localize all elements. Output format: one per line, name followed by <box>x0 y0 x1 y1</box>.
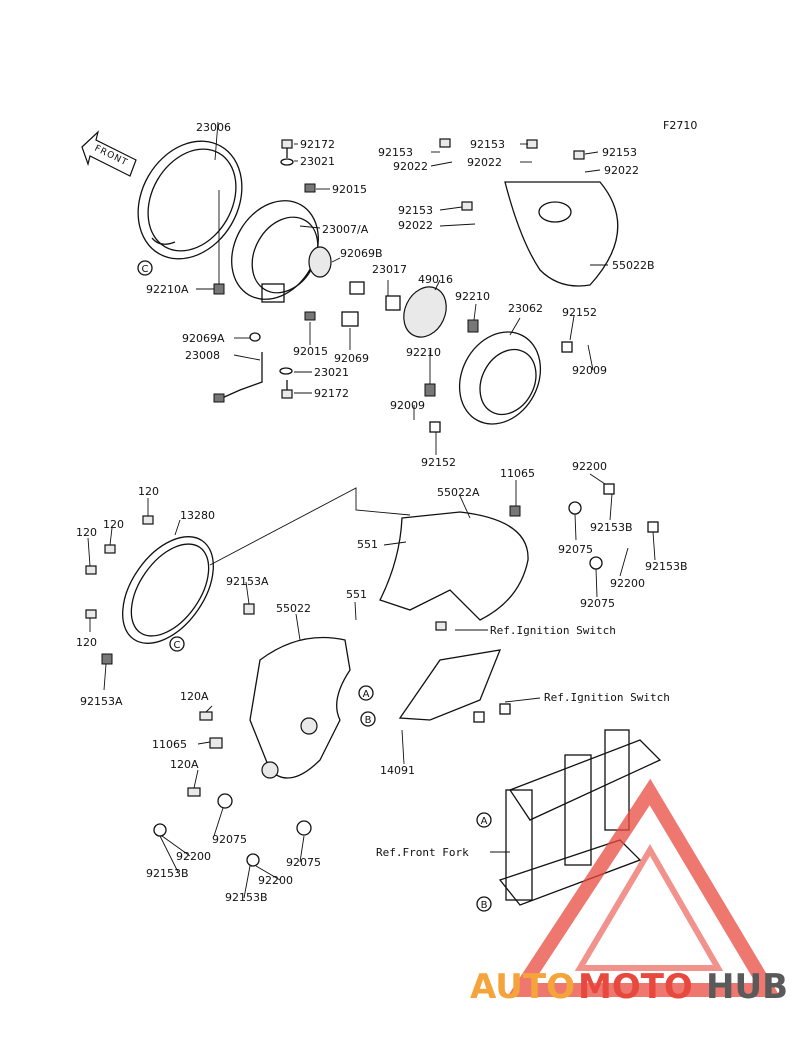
svg-text:C: C <box>174 640 181 651</box>
part-number-label: 92172 <box>314 387 349 400</box>
part-number-label: 92153B <box>146 867 189 880</box>
part-number-label: 92009 <box>572 364 607 377</box>
rim-13280 <box>85 487 411 665</box>
part-number-label: 120 <box>76 526 97 539</box>
part-number-label: 14091 <box>380 764 415 777</box>
part-number-label: 120 <box>103 518 124 531</box>
reference-label: Ref.Ignition Switch <box>544 691 670 704</box>
cover-55022 <box>153 636 351 867</box>
part-number-label: 92152 <box>421 456 456 469</box>
part-number-label: 92153B <box>225 891 268 904</box>
bulb-sockets <box>341 281 447 338</box>
watermark-moto: MOTO <box>578 967 693 1007</box>
part-number-label: 92075 <box>286 856 321 869</box>
part-number-label: 92200 <box>572 460 607 473</box>
part-number-label: 92015 <box>332 183 367 196</box>
svg-text:B: B <box>481 900 488 911</box>
part-number-label: 55022A <box>437 486 480 499</box>
figure-id: F2710 <box>663 119 697 132</box>
bracket-14091 <box>398 621 511 723</box>
part-number-label: 92153 <box>378 146 413 159</box>
reference-label: Ref.Front Fork <box>376 846 469 859</box>
part-number-label: 11065 <box>152 738 187 751</box>
part-number-label: 55022 <box>276 602 311 615</box>
part-number-label: 92172 <box>300 138 335 151</box>
part-number-label: 55022B <box>612 259 655 272</box>
part-number-label: 92022 <box>393 160 428 173</box>
part-number-label: 23006 <box>196 121 231 134</box>
part-number-label: 92200 <box>258 874 293 887</box>
part-number-label: 23021 <box>300 155 335 168</box>
part-labels: 2300692172230219201523007/A92069B2301749… <box>76 121 688 904</box>
wiring-harness <box>213 332 263 403</box>
part-number-label: 92069 <box>334 352 369 365</box>
part-number-label: 92210 <box>455 290 490 303</box>
part-number-label: 92200 <box>176 850 211 863</box>
marker-b-mid: B <box>360 711 376 727</box>
part-number-label: 92069B <box>340 247 383 260</box>
svg-text:B: B <box>365 715 372 726</box>
part-number-label: 551 <box>346 588 367 601</box>
part-number-label: 120A <box>180 690 209 703</box>
marker-a-mid: A <box>358 685 374 701</box>
cover-55022A <box>379 483 659 621</box>
front-arrow-icon: FRONT <box>81 130 137 177</box>
marker-c-mid: C <box>169 636 185 652</box>
part-number-label: 92153B <box>645 560 688 573</box>
part-number-label: 23021 <box>314 366 349 379</box>
part-number-label: 120 <box>76 636 97 649</box>
part-number-label: 92200 <box>610 577 645 590</box>
part-number-label: 92009 <box>390 399 425 412</box>
part-number-label: 551 <box>357 538 378 551</box>
part-number-label: 13280 <box>180 509 215 522</box>
part-number-label: 92210A <box>146 283 189 296</box>
headlight-screws <box>279 139 316 399</box>
part-number-label: 11065 <box>500 467 535 480</box>
headlight-unit <box>231 200 332 303</box>
part-number-label: 92153B <box>590 521 633 534</box>
part-number-label: 92022 <box>604 164 639 177</box>
headlight-rim <box>137 140 243 295</box>
leader-lines <box>87 121 656 899</box>
marker-a-bot: A <box>476 812 492 828</box>
part-number-label: 23062 <box>508 302 543 315</box>
part-number-label: 92075 <box>580 597 615 610</box>
watermark-hub: HUB <box>706 967 788 1007</box>
svg-text:C: C <box>142 264 149 275</box>
watermark-logo: AUTO MOTO HUB <box>470 778 788 1007</box>
svg-text:A: A <box>481 816 488 827</box>
part-number-label: 92022 <box>467 156 502 169</box>
part-number-label: 49016 <box>418 273 453 286</box>
lower-cowl <box>424 319 573 433</box>
part-number-label: 23008 <box>185 349 220 362</box>
part-number-label: 92153 <box>602 146 637 159</box>
part-number-label: 120A <box>170 758 199 771</box>
part-number-label: 92015 <box>293 345 328 358</box>
marker-c-top: C <box>137 260 153 276</box>
marker-b-bot: B <box>476 896 492 912</box>
part-number-label: 92152 <box>562 306 597 319</box>
part-number-label: 92153A <box>80 695 123 708</box>
part-number-label: 92075 <box>558 543 593 556</box>
part-number-label: 23017 <box>372 263 407 276</box>
reference-label: Ref.Ignition Switch <box>490 624 616 637</box>
part-number-label: 92210 <box>406 346 441 359</box>
svg-text:A: A <box>363 689 370 700</box>
watermark-auto: AUTO <box>470 967 575 1007</box>
part-number-label: 92153A <box>226 575 269 588</box>
part-number-label: 92153 <box>398 204 433 217</box>
part-number-label: 92069A <box>182 332 225 345</box>
part-number-label: 92075 <box>212 833 247 846</box>
part-number-label: 120 <box>138 485 159 498</box>
upper-cowl-55022B <box>439 138 619 287</box>
part-number-label: 92022 <box>398 219 433 232</box>
part-number-label: 92153 <box>470 138 505 151</box>
part-number-label: 23007/A <box>322 223 369 236</box>
fork-assembly <box>498 729 662 906</box>
